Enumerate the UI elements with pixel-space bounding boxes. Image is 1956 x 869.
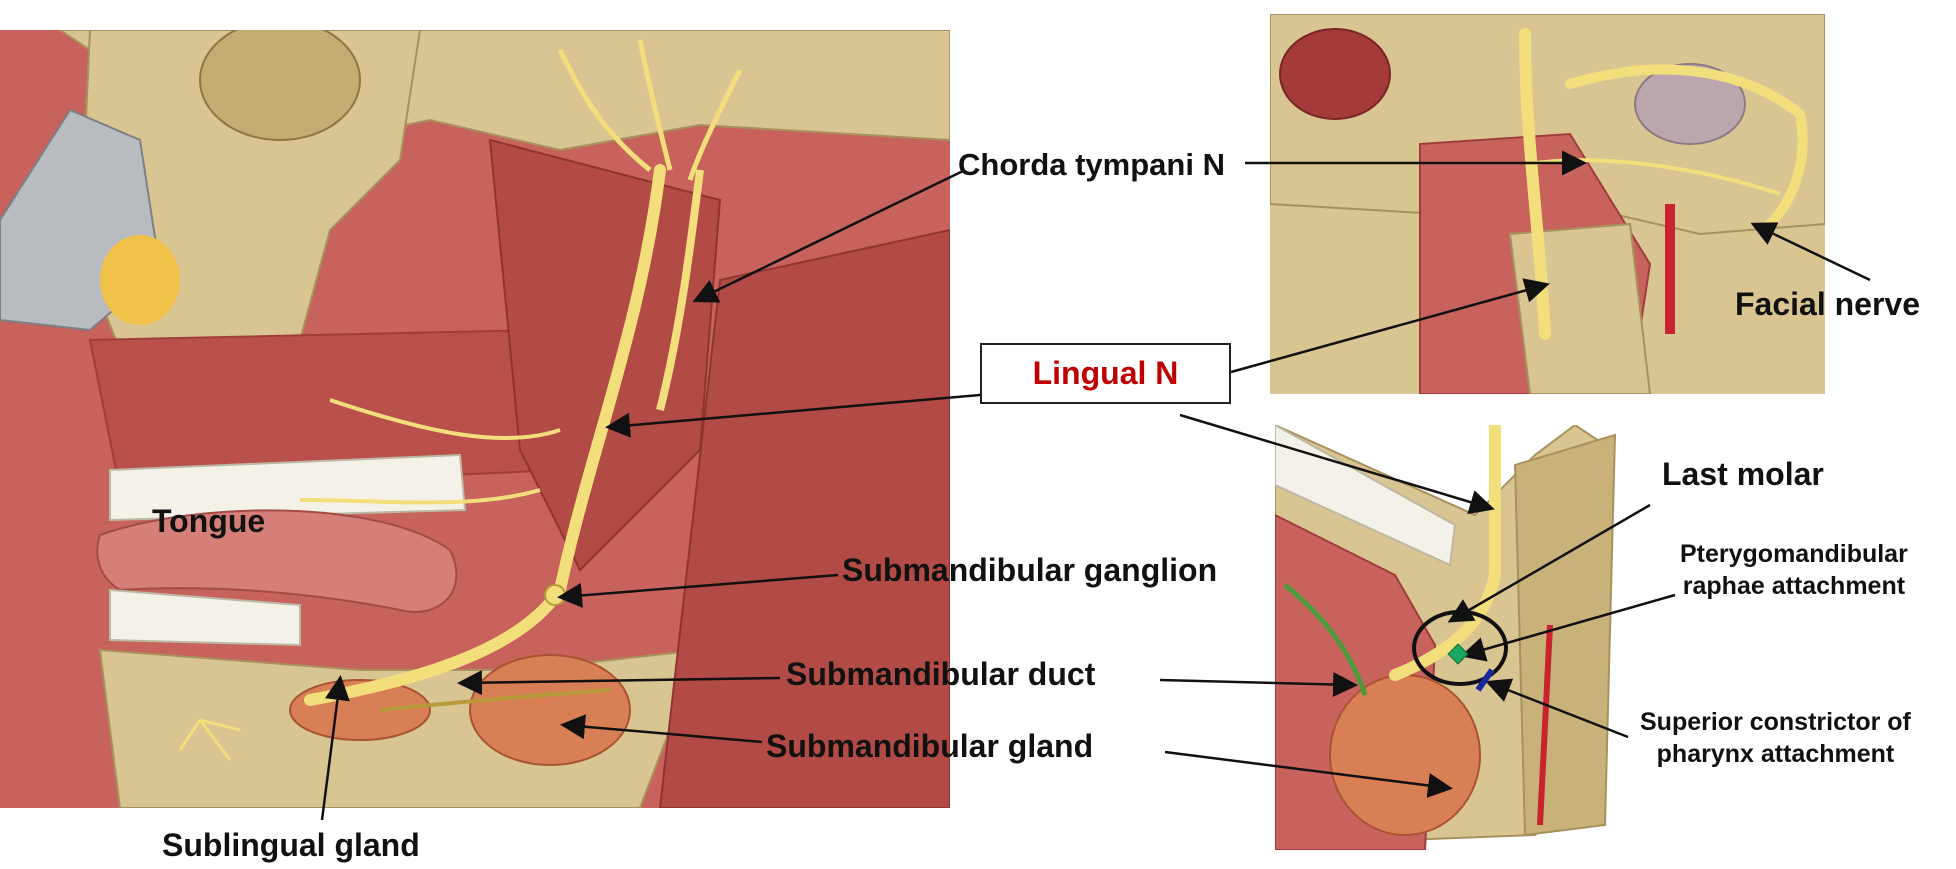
main-dissection-illustration <box>0 30 950 808</box>
orbit-cavity <box>199 30 361 141</box>
label-pterygomandibular-line2: raphae attachment <box>1682 572 1906 600</box>
inset-bottom-lingual-nerve <box>1389 425 1501 681</box>
inset-top-sinus <box>1279 28 1391 120</box>
label-lingual-n: Lingual N <box>1032 355 1179 391</box>
lingual-n-label-box: Lingual N <box>980 343 1231 404</box>
nasal-fat <box>100 235 180 325</box>
chorda-tympani-inset-illustration <box>1270 14 1825 394</box>
pointer-chorda-main <box>692 168 966 303</box>
inset-bottom-teeth <box>1275 425 1457 567</box>
nerve-branch-tongue <box>299 398 561 505</box>
pointer-last-molar <box>1447 503 1651 623</box>
label-last-molar: Last molar <box>1662 456 1824 492</box>
inset-top-chorda-tympani <box>1529 158 1781 196</box>
label-submandibular-duct: Submandibular duct <box>786 656 1096 692</box>
pointer-submandibular-ganglion <box>557 573 839 608</box>
pointer-lines <box>320 150 1871 821</box>
inset-top-facial-nerve <box>1565 64 1808 229</box>
label-submandibular-gland: Submandibular gland <box>766 728 1094 764</box>
label-pterygomandibular: Pterygomandibular raphae attachment <box>1680 538 1908 602</box>
pointer-facial-nerve <box>1750 222 1871 282</box>
label-submandibular-ganglion: Submandibular ganglion <box>842 552 1218 588</box>
pointer-lingual-inset-top <box>1230 278 1550 374</box>
inset-top-ear-cavity <box>1634 63 1746 145</box>
label-facial-nerve: Facial nerve <box>1735 286 1920 322</box>
lingual-nerve-trunk <box>304 164 666 706</box>
lower-teeth <box>109 588 301 647</box>
pointer-submandibular-duct-inset <box>1159 671 1358 697</box>
label-pterygomandibular-line1: Pterygomandibular <box>1680 540 1908 568</box>
chorda-tympani-branch <box>656 169 704 411</box>
label-tongue: Tongue <box>152 503 266 539</box>
label-superior-constrictor: Superior constrictor of pharynx attachme… <box>1640 706 1911 770</box>
label-superior-constrictor-line1: Superior constrictor of <box>1640 708 1911 736</box>
superior-constrictor-marker <box>1475 668 1495 692</box>
pointer-submandibular-gland-main <box>560 714 763 744</box>
pterygomandibular-marker <box>1447 643 1469 665</box>
label-superior-constrictor-line2: pharynx attachment <box>1656 740 1895 768</box>
pointer-submandibular-gland-inset <box>1164 750 1453 798</box>
pointer-pterygomandibular <box>1460 593 1676 662</box>
pointer-superior-constrictor <box>1485 678 1629 739</box>
nerve-branch-chin <box>178 718 241 761</box>
pointer-submandibular-duct-main <box>457 670 781 696</box>
submandibular-duct-shape <box>379 688 611 712</box>
upper-teeth <box>109 453 467 522</box>
inset-bottom-ramus <box>1513 433 1617 837</box>
label-sublingual-gland: Sublingual gland <box>162 827 420 863</box>
pharyngeal-muscle <box>658 228 950 808</box>
last-molar-callout-circle <box>1412 610 1508 686</box>
inset-bottom-artery <box>1537 624 1553 826</box>
pterygoid-muscle <box>488 138 722 572</box>
pointer-lingual-main <box>605 393 981 438</box>
nerve-branch-upper <box>557 39 743 181</box>
pointer-lingual-inset-bottom <box>1179 413 1495 515</box>
pointer-sublingual-gland <box>320 675 350 821</box>
label-chorda-tympani: Chorda tympani N <box>958 147 1225 182</box>
inset-bottom-duct <box>1283 583 1368 696</box>
